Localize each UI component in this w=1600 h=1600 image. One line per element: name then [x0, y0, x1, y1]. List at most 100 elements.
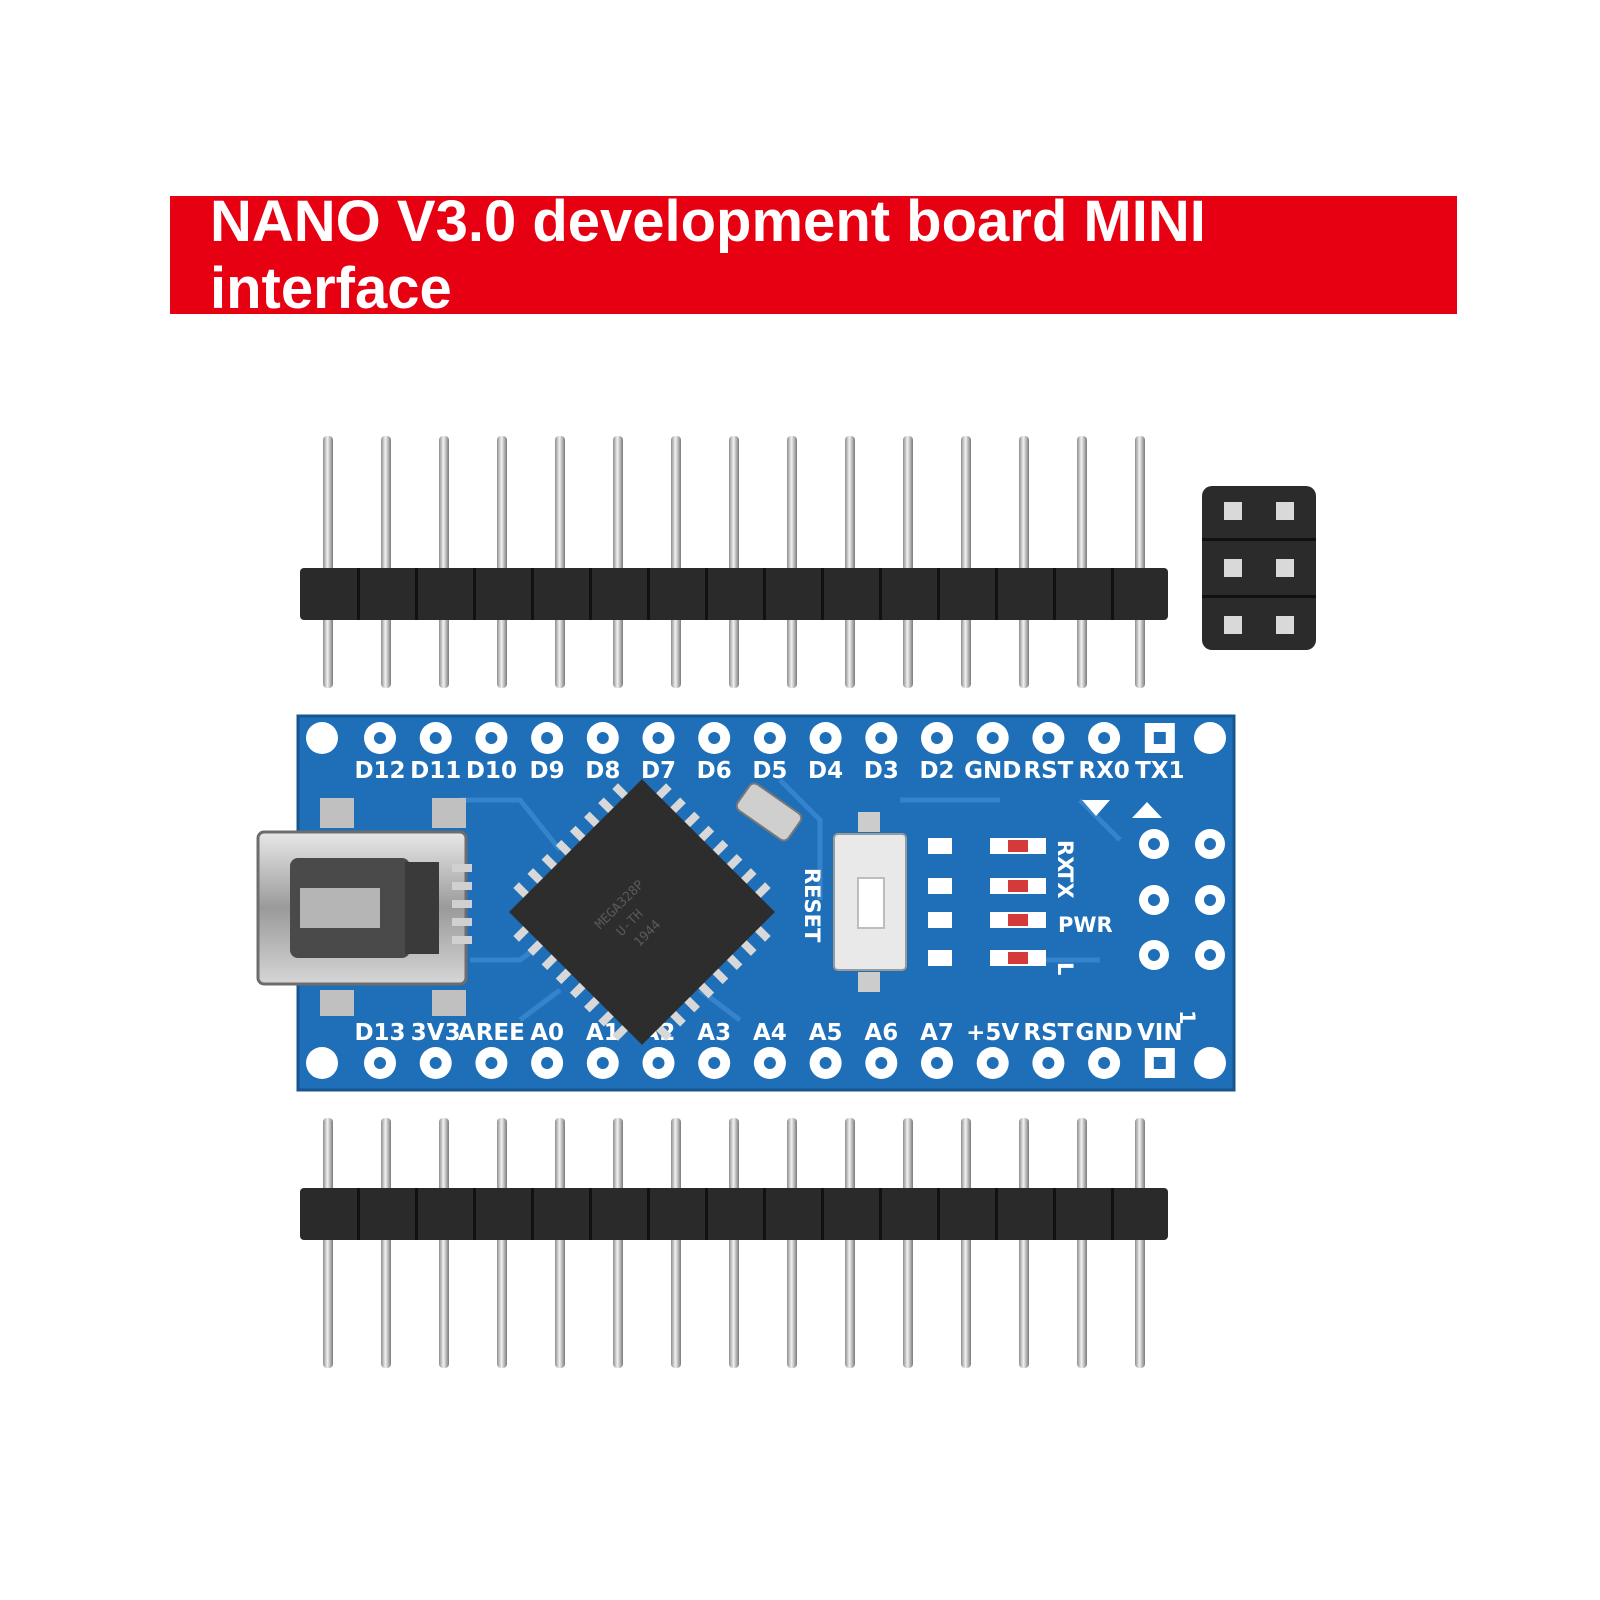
bottom-pad-hole — [875, 1057, 888, 1069]
pin1-marker: 1 — [1175, 1010, 1199, 1025]
usb-mini-connector — [256, 798, 472, 1016]
top-header-body — [300, 568, 1168, 620]
bottom-pin-label: A6 — [864, 1020, 898, 1046]
bottom-pad-hole — [1098, 1057, 1111, 1069]
top-pad-hole — [541, 732, 554, 744]
bottom-header-pin — [671, 1118, 681, 1368]
top-pin-pads — [364, 722, 1175, 754]
top-pad-hole — [652, 732, 665, 744]
top-header-divider — [647, 568, 650, 620]
bottom-pad-hole — [708, 1057, 721, 1069]
top-pin-label: RX0 — [1078, 758, 1129, 784]
bottom-pin-label: A4 — [753, 1020, 787, 1046]
bottom-pad-hole — [652, 1057, 665, 1069]
led-label-tx: TX — [1053, 868, 1077, 899]
bottom-pad-hole — [986, 1057, 999, 1069]
top-header-divider — [473, 568, 476, 620]
top-header-divider — [995, 568, 998, 620]
top-pad-hole — [986, 732, 999, 744]
bottom-pin-pads — [364, 1047, 1175, 1079]
bottom-header-pin — [845, 1118, 855, 1368]
bottom-header-divider — [879, 1188, 882, 1240]
bottom-pin-label: A7 — [920, 1020, 954, 1046]
top-header-pin — [787, 436, 797, 688]
top-header-pin — [323, 436, 333, 688]
top-header-pin — [961, 436, 971, 688]
status-leds — [928, 838, 1046, 966]
top-pin-label: D3 — [864, 758, 899, 784]
top-header-divider — [1111, 568, 1114, 620]
bottom-header-pin — [497, 1118, 507, 1368]
top-pin-label: D6 — [697, 758, 732, 784]
top-pin-label: D9 — [530, 758, 565, 784]
bottom-header-body — [300, 1188, 1168, 1240]
top-header-pin — [613, 436, 623, 688]
led-label-pwr: PWR — [1058, 913, 1113, 937]
bottom-header-pin — [729, 1118, 739, 1368]
bottom-header-pin — [381, 1118, 391, 1368]
top-header-pin — [497, 436, 507, 688]
rx-arrow-icon — [1082, 800, 1110, 816]
pin-header-top — [300, 436, 1168, 688]
top-pin-label: TX1 — [1135, 758, 1184, 784]
top-pin-label: D7 — [641, 758, 676, 784]
bottom-header-pin — [1135, 1118, 1145, 1368]
led-label-l: L — [1053, 962, 1077, 975]
top-header-pin — [555, 436, 565, 688]
bottom-pad-hole — [763, 1057, 776, 1069]
top-header-divider — [1053, 568, 1056, 620]
top-header-pin — [1019, 436, 1029, 688]
top-header-divider — [763, 568, 766, 620]
top-header-divider — [937, 568, 940, 620]
bottom-pad-hole — [541, 1057, 554, 1069]
bottom-header-divider — [1111, 1188, 1114, 1240]
bottom-pin-label: +5V — [966, 1020, 1019, 1046]
top-pin-label: GND — [964, 758, 1021, 784]
bottom-pin-label: VIN — [1137, 1020, 1183, 1046]
top-pad-hole — [819, 732, 832, 744]
top-pad-hole — [429, 732, 442, 744]
bottom-pin-label: D13 — [354, 1020, 405, 1046]
bottom-header-divider — [473, 1188, 476, 1240]
reset-button[interactable] — [833, 812, 907, 992]
bottom-header-divider — [589, 1188, 592, 1240]
top-pin-label: RST — [1023, 758, 1073, 784]
top-header-pin — [381, 436, 391, 688]
top-pin-label: D5 — [752, 758, 787, 784]
bottom-pin-label: GND — [1075, 1020, 1132, 1046]
bottom-header-pin — [555, 1118, 565, 1368]
bottom-header-divider — [415, 1188, 418, 1240]
bottom-pin-label: A5 — [809, 1020, 843, 1046]
bottom-header-divider — [647, 1188, 650, 1240]
top-header-pin — [1077, 436, 1087, 688]
top-header-divider — [531, 568, 534, 620]
bottom-header-pin — [787, 1118, 797, 1368]
bottom-pad-hole — [429, 1057, 442, 1069]
crystal — [735, 782, 803, 842]
top-pad-hole — [763, 732, 776, 744]
bottom-pad-hole — [819, 1057, 832, 1069]
top-pad-hole — [596, 732, 609, 744]
bottom-pin-label: 3V3 — [411, 1020, 461, 1046]
top-header-pin — [729, 436, 739, 688]
top-pad-hole — [1153, 732, 1166, 744]
top-pad-hole — [1042, 732, 1055, 744]
bottom-header-divider — [763, 1188, 766, 1240]
top-pad-hole — [708, 732, 721, 744]
bottom-pad-hole — [931, 1057, 943, 1069]
bottom-header-divider — [821, 1188, 824, 1240]
top-pad-hole — [875, 732, 888, 744]
icsp-header — [1202, 486, 1316, 650]
top-header-divider — [415, 568, 418, 620]
bottom-pad-hole — [596, 1057, 609, 1069]
top-pin-label: D11 — [410, 758, 461, 784]
bottom-pin-label: AREE — [458, 1020, 525, 1046]
title-banner: NANO V3.0 development board MINI interfa… — [170, 189, 1457, 321]
top-header-pin — [1135, 436, 1145, 688]
top-header-divider — [879, 568, 882, 620]
bottom-pad-hole — [1042, 1057, 1055, 1069]
bottom-pad-hole — [374, 1057, 386, 1069]
top-pin-label: D12 — [354, 758, 405, 784]
bottom-pad-hole — [1153, 1057, 1166, 1069]
